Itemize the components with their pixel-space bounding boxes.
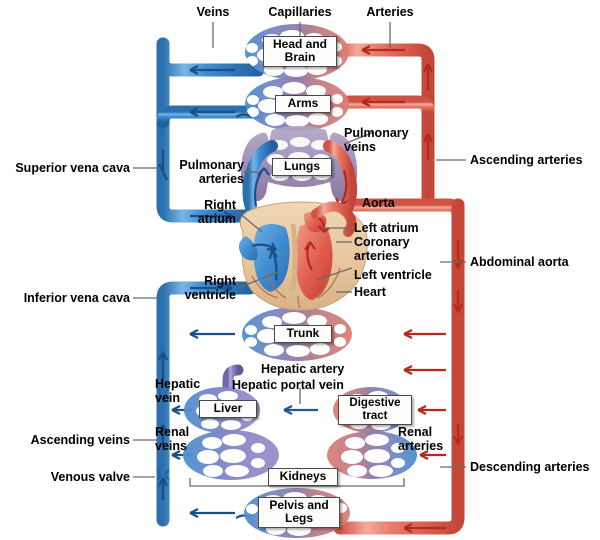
organ-box-kidneys: Kidneys [268, 468, 338, 487]
label-capillaries: Capillaries [268, 5, 332, 19]
pulmonary-artery-arrow [253, 167, 270, 207]
hepatic-artery-to-liver [222, 364, 244, 406]
inferior-vena-cava-vessel [156, 281, 257, 527]
venous-valve-icon-2 [165, 469, 170, 481]
label-hepatic-portal-vein: Hepatic portal vein [232, 378, 344, 392]
label-renal-arteries: Renal arteries [398, 425, 444, 453]
label-coronary-arteries: Coronary arteries [354, 235, 410, 263]
leader-pulmonary-veins [343, 131, 375, 145]
abdominal-aorta-vessel [333, 198, 465, 535]
superior-vena-cava-vessel [156, 37, 257, 223]
capillary-bed-kidney-right [327, 431, 417, 479]
venous-valve-icon-4 [165, 387, 170, 399]
heart-venous-arrows [251, 242, 278, 281]
label-right-ventricle: Right ventricle [184, 274, 236, 302]
label-ascending-veins: Ascending veins [30, 433, 130, 447]
artery-arms-branch [330, 95, 435, 119]
leader-left-ventricle [315, 267, 353, 281]
label-ascending-arteries: Ascending arteries [470, 153, 583, 167]
label-hepatic-artery: Hepatic artery [261, 362, 345, 376]
heart-group [238, 201, 368, 311]
label-hepatic-vein: Hepatic vein [155, 377, 201, 405]
coronary-vessels [251, 267, 341, 309]
capillary-bed-kidney-left [183, 430, 279, 480]
organ-box-trunk: Trunk [274, 325, 332, 344]
leader-lines [133, 22, 466, 487]
label-pulmonary-arteries: Pulmonary arteries [179, 158, 244, 186]
label-arteries: Arteries [366, 5, 414, 19]
label-heart: Heart [354, 285, 386, 299]
label-descending-arteries: Descending arteries [470, 460, 590, 474]
label-venous-valve: Venous valve [50, 470, 130, 484]
organ-box-arms: Arms [275, 95, 331, 114]
label-aorta: Aorta [362, 196, 395, 210]
leader-right-atrium [237, 211, 263, 233]
label-veins: Veins [196, 5, 230, 19]
leader-right-ventricle [237, 271, 279, 289]
right-ventricle-chamber [253, 224, 290, 292]
interventricular-septum [290, 223, 298, 291]
label-abdominal-aorta: Abdominal aorta [470, 255, 569, 269]
organ-box-pelvis-and-legs: Pelvis and Legs [258, 497, 340, 529]
portal-flow-arrow [283, 405, 318, 415]
left-ventricle-chamber [296, 223, 333, 300]
vein-head-branch [156, 37, 265, 77]
organ-box-lungs: Lungs [272, 158, 332, 177]
venous-valve-icon-3 [156, 387, 161, 399]
right-atrium-chamber [238, 236, 258, 261]
arterial-flow-arrows [321, 45, 463, 533]
aortic-arch [311, 201, 357, 237]
venous-flow-arrows [158, 65, 253, 519]
label-superior-vena-cava: Superior vena cava [15, 161, 130, 175]
organ-box-digestive-tract: Digestive tract [338, 395, 412, 426]
vein-arms-branch [156, 105, 265, 129]
hepatic-portal-system [222, 364, 344, 416]
organ-box-head-and-brain: Head and Brain [263, 36, 337, 68]
heart-arterial-arrows [304, 215, 330, 271]
venous-system [156, 37, 265, 527]
label-inferior-vena-cava: Inferior vena cava [23, 291, 130, 305]
label-renal-veins: Renal veins [155, 425, 190, 453]
label-right-atrium: Right atrium [197, 198, 236, 226]
label-left-ventricle: Left ventricle [354, 268, 432, 282]
label-pulmonary-veins: Pulmonary veins [344, 126, 409, 154]
label-left-atrium: Left atrium [354, 221, 419, 235]
ascending-arteries-vessel [330, 43, 435, 212]
venous-valve-icon [156, 469, 161, 481]
arterial-system [232, 43, 465, 535]
organ-box-liver: Liver [199, 400, 257, 419]
